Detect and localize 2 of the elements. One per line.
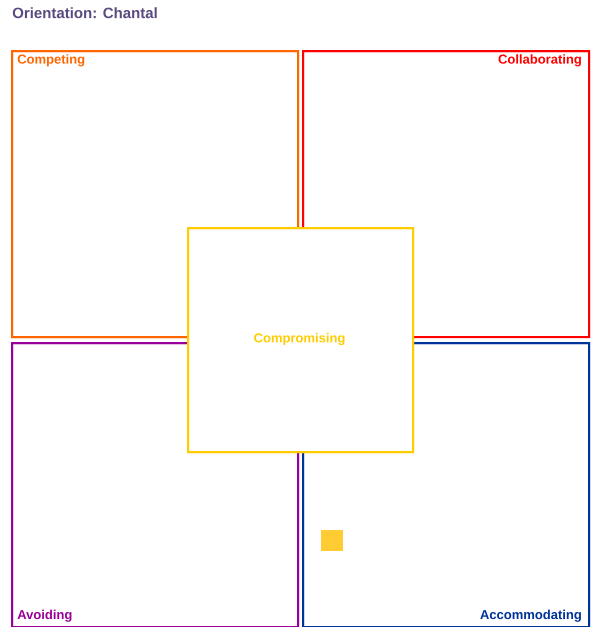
title: Orientation: Chantal bbox=[12, 7, 157, 18]
quadrant-box: Compromising bbox=[187, 227, 414, 454]
